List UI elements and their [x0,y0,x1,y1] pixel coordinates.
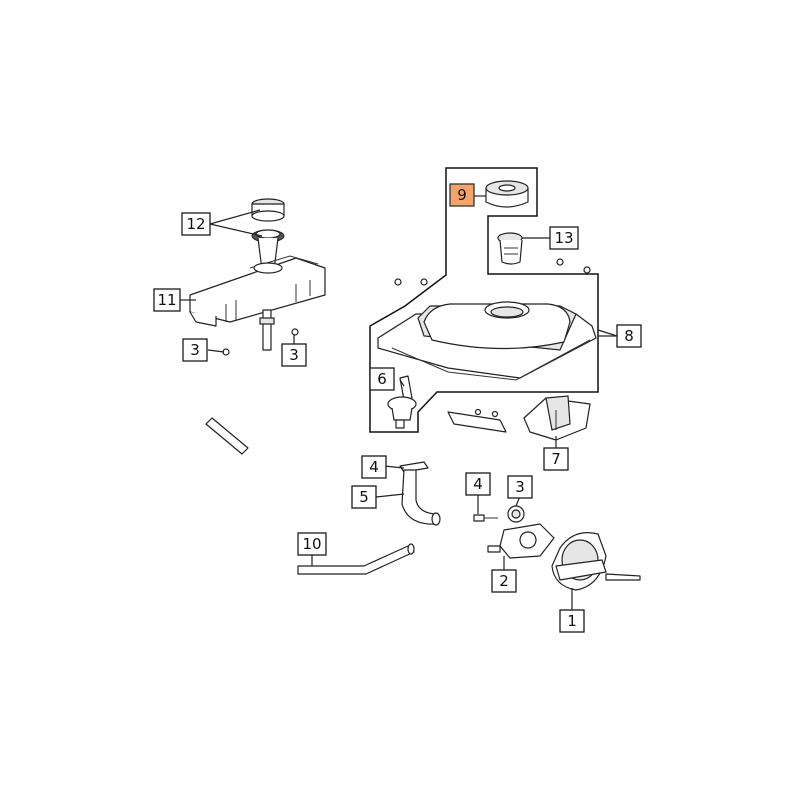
part-1-lever [551,532,641,591]
callout-2: 2 [491,569,517,593]
part-10-fuel-pipe [297,543,415,575]
svg-text:4: 4 [473,475,483,493]
svg-text:6: 6 [377,370,387,388]
svg-text:10: 10 [302,535,321,553]
svg-text:4: 4 [369,458,379,476]
svg-text:7: 7 [551,450,561,468]
part-12-filler-cap [251,198,285,271]
callout-9-highlighted: 9 [449,183,475,207]
svg-text:9: 9 [457,186,467,204]
callout-4-left: 4 [361,455,387,479]
part-11-bracket [189,255,326,351]
callout-3-mid: 3 [281,343,307,367]
callout-6: 6 [369,367,395,391]
svg-text:2: 2 [499,572,509,590]
svg-text:5: 5 [359,488,369,506]
callout-13: 13 [549,226,579,250]
callout-11: 11 [153,288,181,312]
part-13-strainer [497,232,523,265]
assembly-8-outline [369,167,599,433]
svg-text:8: 8 [624,327,634,345]
svg-text:11: 11 [157,291,176,309]
callout-3-right: 3 [507,475,533,499]
part-2-fuel-cock [487,523,555,559]
svg-text:3: 3 [289,346,299,364]
callout-4-right: 4 [465,472,491,496]
leader-lines [180,195,618,610]
svg-text:3: 3 [515,478,525,496]
svg-text:12: 12 [186,215,205,233]
part-4-screw [473,514,498,522]
part-6-fuel-valve [387,375,417,429]
nut-icon [394,258,591,286]
rubber-strip [205,417,249,455]
svg-text:3: 3 [190,341,200,359]
part-3-nut [507,505,525,523]
part-5-fuel-hose [401,469,441,526]
svg-text:1: 1 [567,612,577,630]
part-8-fuel-tank [377,301,597,381]
callout-10: 10 [297,532,327,556]
callout-12: 12 [181,212,211,236]
svg-text:13: 13 [554,229,573,247]
part-7-bracket [523,395,591,441]
callout-8: 8 [616,324,642,348]
callout-3-left: 3 [182,338,208,362]
callout-1: 1 [559,609,585,633]
callout-5: 5 [351,485,377,509]
part-9-fuel-cap [485,180,529,208]
callout-7: 7 [543,447,569,471]
mounting-plate [447,408,507,433]
